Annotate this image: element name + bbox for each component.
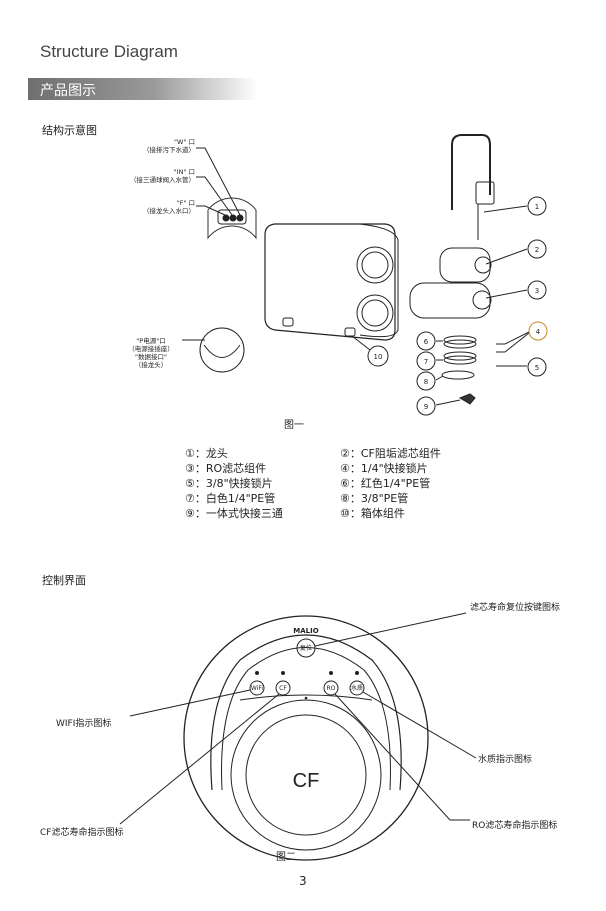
callout-3: 3 bbox=[535, 287, 539, 295]
page-number: 3 bbox=[299, 874, 307, 888]
port-w-label: "W" 口（接排污下水道） bbox=[143, 138, 195, 154]
water-quality-icon: 水质 bbox=[351, 684, 363, 692]
port-f-label: "F" 口（接龙头入水口） bbox=[143, 199, 195, 215]
control-heading: 控制界面 bbox=[42, 574, 86, 587]
brand-logo: MALIO bbox=[293, 627, 318, 635]
page-title: Structure Diagram bbox=[40, 42, 178, 61]
callout-4: 4 bbox=[536, 328, 541, 336]
figure-2-caption: 图二 bbox=[276, 852, 296, 863]
reset-label: 滤芯寿命复位按键图标 bbox=[470, 603, 561, 613]
wifi-icon: WiFi bbox=[251, 685, 263, 692]
reset-button: 复位 bbox=[300, 644, 312, 652]
water-quality-label: 水质指示图标 bbox=[478, 755, 533, 765]
callout-7: 7 bbox=[424, 358, 428, 366]
figure-1-caption: 图一 bbox=[284, 420, 304, 431]
structure-heading: 结构示意图 bbox=[42, 124, 97, 137]
ro-life-label: RO滤芯寿命指示图标 bbox=[472, 821, 558, 831]
callout-6: 6 bbox=[424, 338, 429, 346]
callout-5: 5 bbox=[535, 364, 539, 372]
cf-display: CF bbox=[293, 770, 320, 792]
cf-icon: CF bbox=[279, 685, 287, 692]
banner-text: 产品图示 bbox=[40, 83, 96, 99]
callout-2: 2 bbox=[535, 246, 539, 254]
ro-icon: RO bbox=[327, 685, 336, 692]
callout-10: 10 bbox=[374, 353, 383, 361]
callout-1: 1 bbox=[535, 203, 539, 211]
port-in-label: "IN" 口（接三通球阀入水管） bbox=[130, 168, 195, 184]
callout-9: 9 bbox=[424, 403, 428, 411]
callout-8: 8 bbox=[424, 378, 428, 386]
wifi-label: WIFI指示图标 bbox=[56, 719, 112, 729]
cf-life-label: CF滤芯寿命指示图标 bbox=[40, 828, 124, 838]
section-banner: 产品图示 bbox=[28, 78, 258, 100]
power-port-label: "P电源"口（电源接插座）"数据接口"（接龙头） bbox=[128, 337, 174, 369]
